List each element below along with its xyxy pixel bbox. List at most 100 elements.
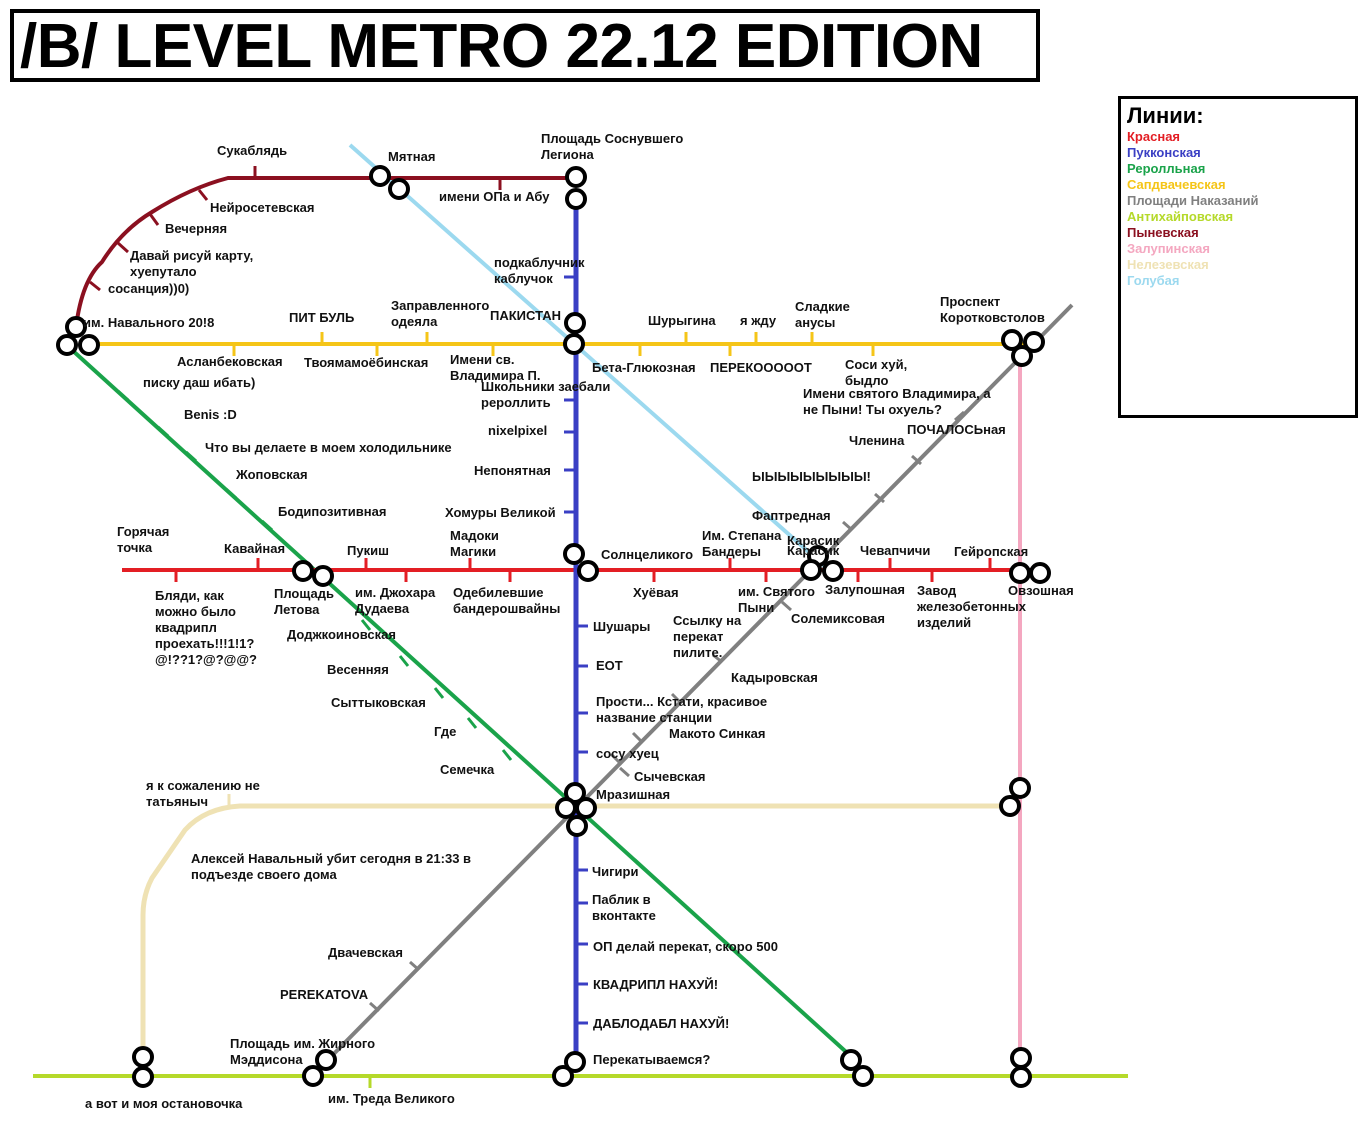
station-label: перекат — [673, 629, 723, 644]
station-label: Шурыгина — [648, 313, 716, 328]
map-title: /B/ LEVEL METRO 22.12 EDITION — [20, 12, 983, 81]
station-circle[interactable] — [132, 1046, 154, 1068]
station-circle[interactable] — [1009, 777, 1031, 799]
station-circle[interactable] — [1011, 345, 1033, 367]
station-circle[interactable] — [822, 560, 844, 582]
station-circle[interactable] — [852, 1065, 874, 1087]
station-label: Бодипозитивная — [278, 504, 386, 519]
station-label: я жду — [740, 313, 777, 328]
station-label: ОП делай перекат, скоро 500 — [593, 939, 778, 954]
station-label: писку даш ибать) — [143, 375, 255, 390]
station-label: КВАДРИПЛ НАХУЙ! — [593, 977, 718, 992]
station-label: быдло — [845, 373, 888, 388]
station-label: проехать!!!1!1? — [155, 636, 254, 651]
legend-list: Красная Пукконская Реролльная Сапдвачевс… — [1127, 129, 1258, 289]
station-label: Benis :D — [184, 407, 237, 422]
station-label: Соси хуй, — [845, 357, 907, 372]
station-label: Коротковстолов — [940, 310, 1045, 325]
title-box: /B/ LEVEL METRO 22.12 EDITION — [10, 9, 1040, 82]
station-label: Одебилевшие — [453, 585, 544, 600]
station-circle[interactable] — [575, 797, 597, 819]
station-label: имени ОПа и Абу — [439, 189, 550, 204]
station-label: Пукиш — [347, 543, 389, 558]
station-circle[interactable] — [840, 1049, 862, 1071]
legend-item: Голубая — [1127, 273, 1180, 288]
station-circle[interactable] — [555, 797, 577, 819]
station-circle[interactable] — [1010, 1066, 1032, 1088]
station-circle[interactable] — [1029, 562, 1051, 584]
station-circle[interactable] — [566, 815, 588, 837]
station-label: ПЕРЕКОООООТ — [710, 360, 812, 375]
station-label: Владимира П. — [450, 368, 540, 383]
station-circle[interactable] — [65, 316, 87, 338]
station-circle[interactable] — [800, 559, 822, 581]
station-label: Летова — [274, 602, 320, 617]
station-circle[interactable] — [565, 188, 587, 210]
station-label: Нейросетевская — [210, 200, 314, 215]
station-label: Чевапчичи — [860, 543, 930, 558]
station-label: пилите. — [673, 645, 722, 660]
legend-item: Красная — [1127, 129, 1181, 144]
station-label: Площадь им. Жирного — [230, 1036, 375, 1051]
station-label: Бляди, как — [155, 588, 224, 603]
station-circle[interactable] — [563, 543, 585, 565]
station-circle[interactable] — [1023, 331, 1045, 353]
station-label: Мэддисона — [230, 1052, 303, 1067]
legend-item: Залупинская — [1127, 241, 1210, 256]
station-label: хуепутало — [130, 264, 197, 279]
station-label: Площадь — [274, 586, 334, 601]
station-circle[interactable] — [315, 1049, 337, 1071]
station-label: @!??1?@?@@? — [155, 652, 257, 667]
station-label: Солнцеликого — [601, 547, 693, 562]
station-label: Карасик — [787, 533, 840, 548]
station-circle[interactable] — [388, 178, 410, 200]
station-label: ЫЫЫЫЫЫЫЫЫ! — [752, 469, 871, 484]
station-label: можно было — [155, 604, 236, 619]
station-label: Прости... Кстати, красивое — [596, 694, 767, 709]
station-label: им. Треда Великого — [328, 1091, 455, 1106]
line-golubaya — [348, 143, 840, 580]
station-label: Хуёвая — [633, 585, 679, 600]
station-circle[interactable] — [577, 560, 599, 582]
line-ploshchadi-nakazaniy — [310, 303, 1074, 1078]
station-circle[interactable] — [312, 565, 334, 587]
station-circle[interactable] — [292, 560, 314, 582]
station-label: Гейропская — [954, 544, 1028, 559]
station-circle[interactable] — [1009, 562, 1031, 584]
station-circle[interactable] — [56, 334, 78, 356]
station-label: Дудаева — [355, 601, 410, 616]
station-label: Кавайная — [224, 541, 285, 556]
station-circle[interactable] — [565, 166, 587, 188]
station-label: сосанция))0) — [108, 281, 189, 296]
station-label: Членина — [849, 433, 905, 448]
station-circle[interactable] — [1001, 329, 1023, 351]
station-circle[interactable] — [563, 333, 585, 355]
station-circle[interactable] — [564, 312, 586, 334]
station-label: Бандеры — [702, 544, 761, 559]
station-circle[interactable] — [369, 165, 391, 187]
station-label: Имени св. — [450, 352, 514, 367]
station-label: одеяла — [391, 314, 438, 329]
station-circle[interactable] — [132, 1066, 154, 1088]
station-circle[interactable] — [78, 334, 100, 356]
station-label: а вот и моя остановочка — [85, 1096, 243, 1111]
station-label: не Пыни! Ты охуель? — [803, 402, 942, 417]
station-label: Площадь Соснувшего — [541, 131, 683, 146]
legend-item: Реролльная — [1127, 161, 1206, 176]
station-label: ПОЧАЛОСЬная — [907, 422, 1006, 437]
station-circle[interactable] — [999, 795, 1021, 817]
station-circle[interactable] — [302, 1065, 324, 1087]
station-label: им. Навального 20!8 — [83, 315, 214, 330]
station-label: Горячая — [117, 524, 169, 539]
station-label: ЕОТ — [596, 658, 623, 673]
station-circle[interactable] — [1010, 1047, 1032, 1069]
station-label: Семечка — [440, 762, 495, 777]
station-label: Асланбековская — [177, 354, 283, 369]
station-label: Карасик — [787, 543, 840, 558]
station-label: подъезде своего дома — [191, 867, 337, 882]
station-circle[interactable] — [552, 1065, 574, 1087]
station-label: Сладкие — [795, 299, 850, 314]
station-circle[interactable] — [564, 1051, 586, 1073]
station-label: Ссылку на — [673, 613, 742, 628]
station-label: анусы — [795, 315, 835, 330]
